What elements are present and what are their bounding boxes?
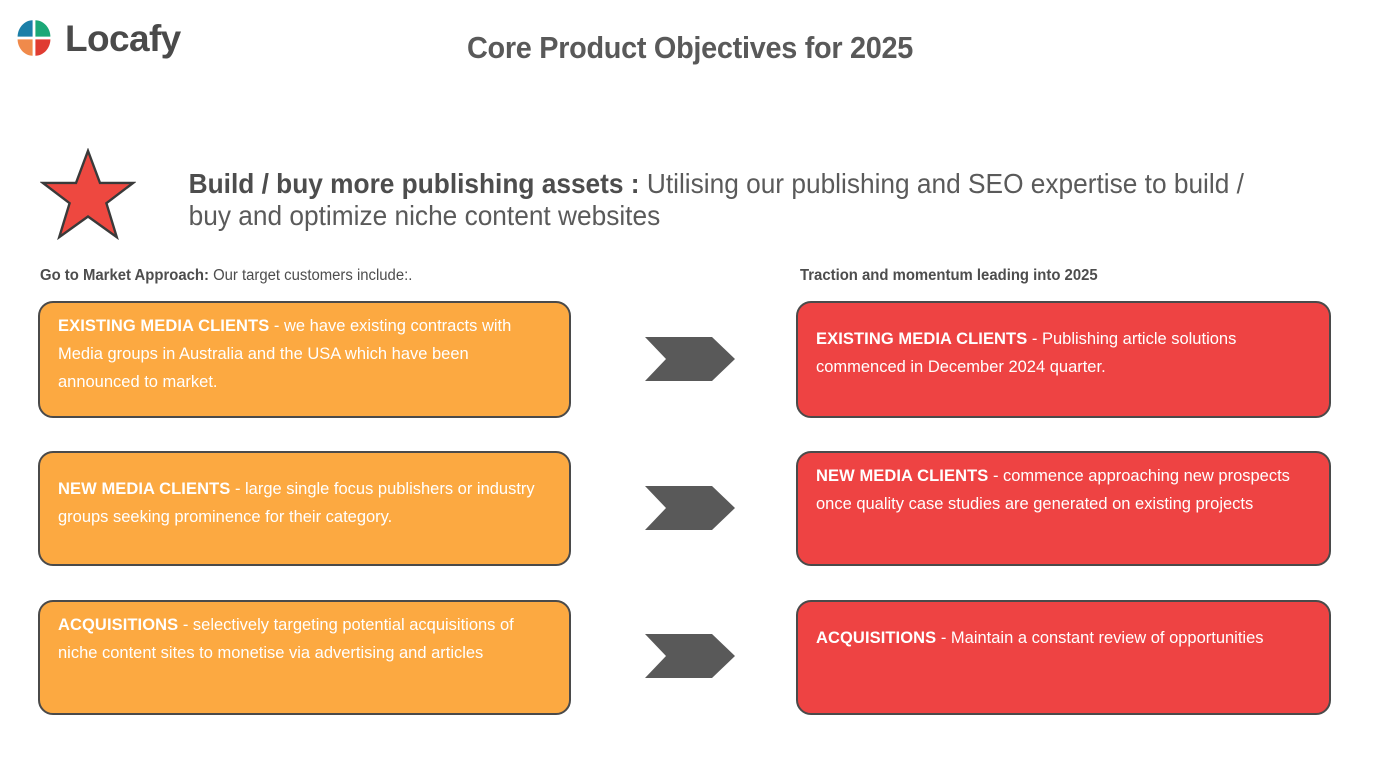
page-title: Core Product Objectives for 2025	[466, 30, 914, 65]
brand-name: Locafy	[65, 17, 181, 59]
headline-text: Build / buy more publishing assets : Uti…	[160, 142, 1287, 232]
brand-logo: Locafy	[14, 18, 181, 58]
card-title: ACQUISITIONS	[58, 615, 179, 634]
card-title: NEW MEDIA CLIENTS	[58, 479, 231, 498]
left-column-header-bold: Go to Market Approach:	[40, 267, 209, 284]
card-body: - we have existing contracts with Media …	[58, 316, 512, 391]
card-body: - commence approaching new prospects onc…	[816, 466, 1290, 513]
star-icon	[40, 148, 136, 240]
left-column-header-rest: Our target customers include:.	[208, 267, 413, 284]
chevron-right-arrow-icon	[645, 486, 735, 530]
traction-card[interactable]: EXISTING MEDIA CLIENTS - Publishing arti…	[796, 301, 1331, 418]
left-column-header: Go to Market Approach: Our target custom…	[40, 267, 412, 285]
headline-section: Build / buy more publishing assets : Uti…	[40, 142, 1340, 240]
card-body: - Maintain a constant review of opportun…	[936, 628, 1264, 647]
card-title: ACQUISITIONS	[816, 628, 937, 647]
card-title: EXISTING MEDIA CLIENTS	[58, 316, 270, 335]
headline-bold: Build / buy more publishing assets :	[188, 168, 640, 199]
goto-market-card[interactable]: ACQUISITIONS - selectively targeting pot…	[38, 600, 571, 715]
star-icon-wrapper	[40, 142, 160, 240]
card-title: NEW MEDIA CLIENTS	[816, 466, 989, 485]
card-title: EXISTING MEDIA CLIENTS	[816, 329, 1028, 348]
card-body: - large single focus publishers or indus…	[58, 479, 535, 526]
card-body: - selectively targeting potential acquis…	[58, 615, 514, 662]
traction-card[interactable]: NEW MEDIA CLIENTS - commence approaching…	[796, 451, 1331, 566]
traction-card[interactable]: ACQUISITIONS - Maintain a constant revie…	[796, 600, 1331, 715]
chevron-right-arrow-icon	[645, 337, 735, 381]
goto-market-card[interactable]: NEW MEDIA CLIENTS - large single focus p…	[38, 451, 571, 566]
locafy-logo-icon	[17, 20, 51, 56]
card-body: - Publishing article solutions commenced…	[816, 329, 1237, 376]
chevron-right-arrow-icon	[645, 634, 735, 678]
goto-market-card[interactable]: EXISTING MEDIA CLIENTS - we have existin…	[38, 301, 571, 418]
right-column-header: Traction and momentum leading into 2025	[800, 267, 1098, 285]
headline-rest: Utilising our publishing and SEO experti…	[188, 168, 1244, 231]
right-column-header-bold: Traction and momentum leading into 2025	[800, 267, 1098, 284]
